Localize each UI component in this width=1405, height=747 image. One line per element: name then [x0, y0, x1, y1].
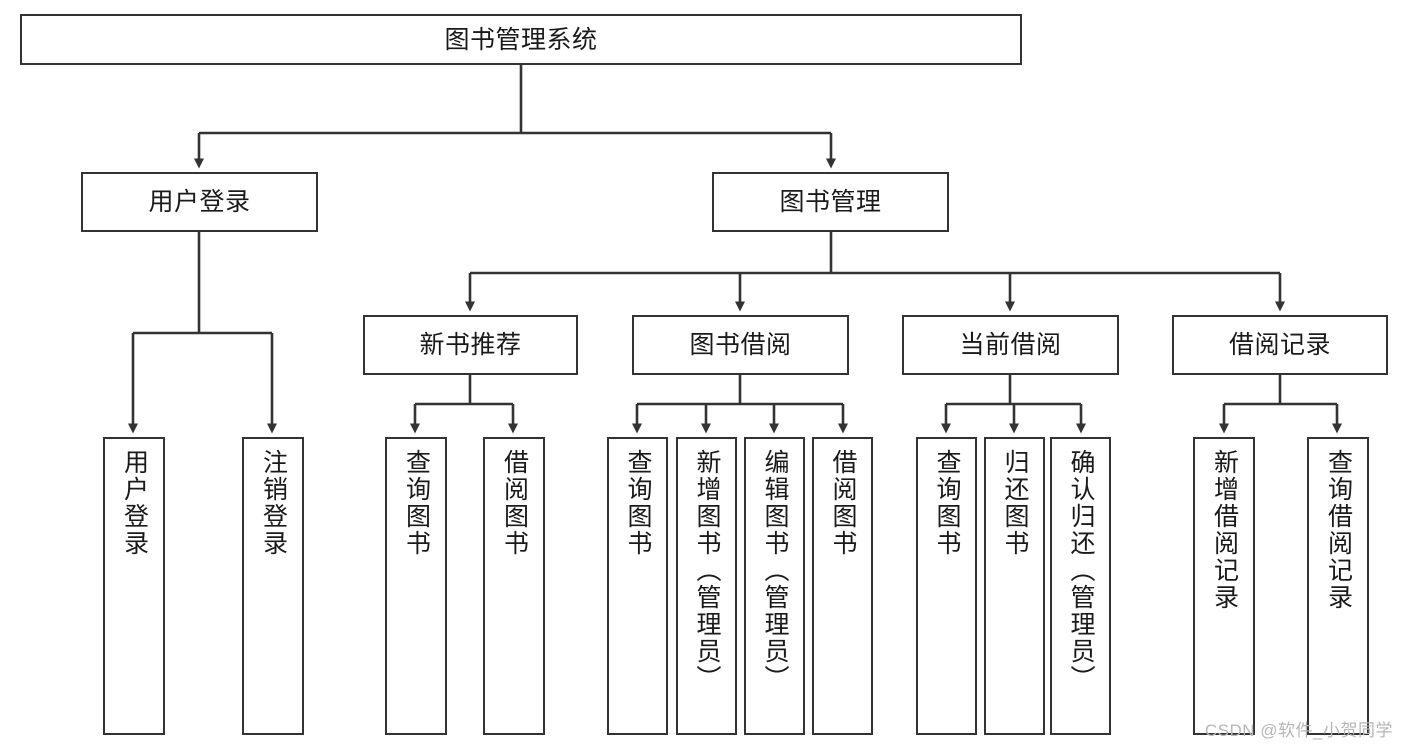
leaf-query-book-current[interactable]: 查询图书 [916, 437, 977, 735]
leaf-confirm-return-admin[interactable]: 确认归还（管理员） [1050, 437, 1111, 735]
node-new-book-recommend[interactable]: 新书推荐 [363, 315, 578, 375]
leaf-return-book[interactable]: 归还图书 [984, 437, 1045, 735]
leaf-logout-login[interactable]: 注销登录 [242, 437, 304, 735]
node-label: 注销登录 [259, 449, 288, 557]
leaf-add-borrow-record[interactable]: 新增借阅记录 [1193, 437, 1255, 735]
leaf-query-borrow-record[interactable]: 查询借阅记录 [1307, 437, 1369, 735]
node-label: 用户登录 [148, 188, 251, 216]
watermark-text: CSDN @软件_小贺同学 [1204, 721, 1393, 740]
node-user-login[interactable]: 用户登录 [81, 172, 318, 232]
node-label: 查询借阅记录 [1324, 449, 1353, 611]
node-label: 确认归还（管理员） [1067, 449, 1095, 692]
node-borrow-record[interactable]: 借阅记录 [1172, 315, 1388, 375]
node-label: 新书推荐 [419, 331, 522, 359]
node-label: 查询图书 [624, 449, 652, 557]
node-current-borrow[interactable]: 当前借阅 [902, 315, 1119, 375]
node-book-borrow[interactable]: 图书借阅 [632, 315, 849, 375]
leaf-edit-book-admin[interactable]: 编辑图书（管理员） [744, 437, 805, 735]
node-label: 借阅图书 [500, 449, 529, 557]
node-label: 查询图书 [402, 449, 431, 557]
node-label: 归还图书 [1001, 449, 1029, 557]
node-label: 新增图书（管理员） [693, 449, 721, 692]
leaf-borrow-book[interactable]: 借阅图书 [812, 437, 873, 735]
leaf-add-book-admin[interactable]: 新增图书（管理员） [676, 437, 737, 735]
node-label: 借阅图书 [829, 449, 857, 557]
node-label: 图书管理 [779, 188, 882, 216]
node-label: 用户登录 [120, 449, 149, 557]
leaf-query-book-recommend[interactable]: 查询图书 [385, 437, 447, 735]
node-label: 新增借阅记录 [1210, 449, 1239, 611]
node-label: 编辑图书（管理员） [761, 449, 789, 692]
leaf-query-book-borrow[interactable]: 查询图书 [607, 437, 668, 735]
node-root-book-management-system[interactable]: 图书管理系统 [20, 14, 1022, 65]
leaf-user-login[interactable]: 用户登录 [103, 437, 165, 735]
node-label: 图书管理系统 [444, 25, 598, 54]
node-book-management[interactable]: 图书管理 [712, 172, 949, 232]
node-label: 借阅记录 [1228, 331, 1331, 359]
node-label: 当前借阅 [959, 331, 1062, 359]
node-label: 图书借阅 [689, 331, 792, 359]
node-label: 查询图书 [933, 449, 961, 557]
leaf-borrow-book-recommend[interactable]: 借阅图书 [483, 437, 545, 735]
